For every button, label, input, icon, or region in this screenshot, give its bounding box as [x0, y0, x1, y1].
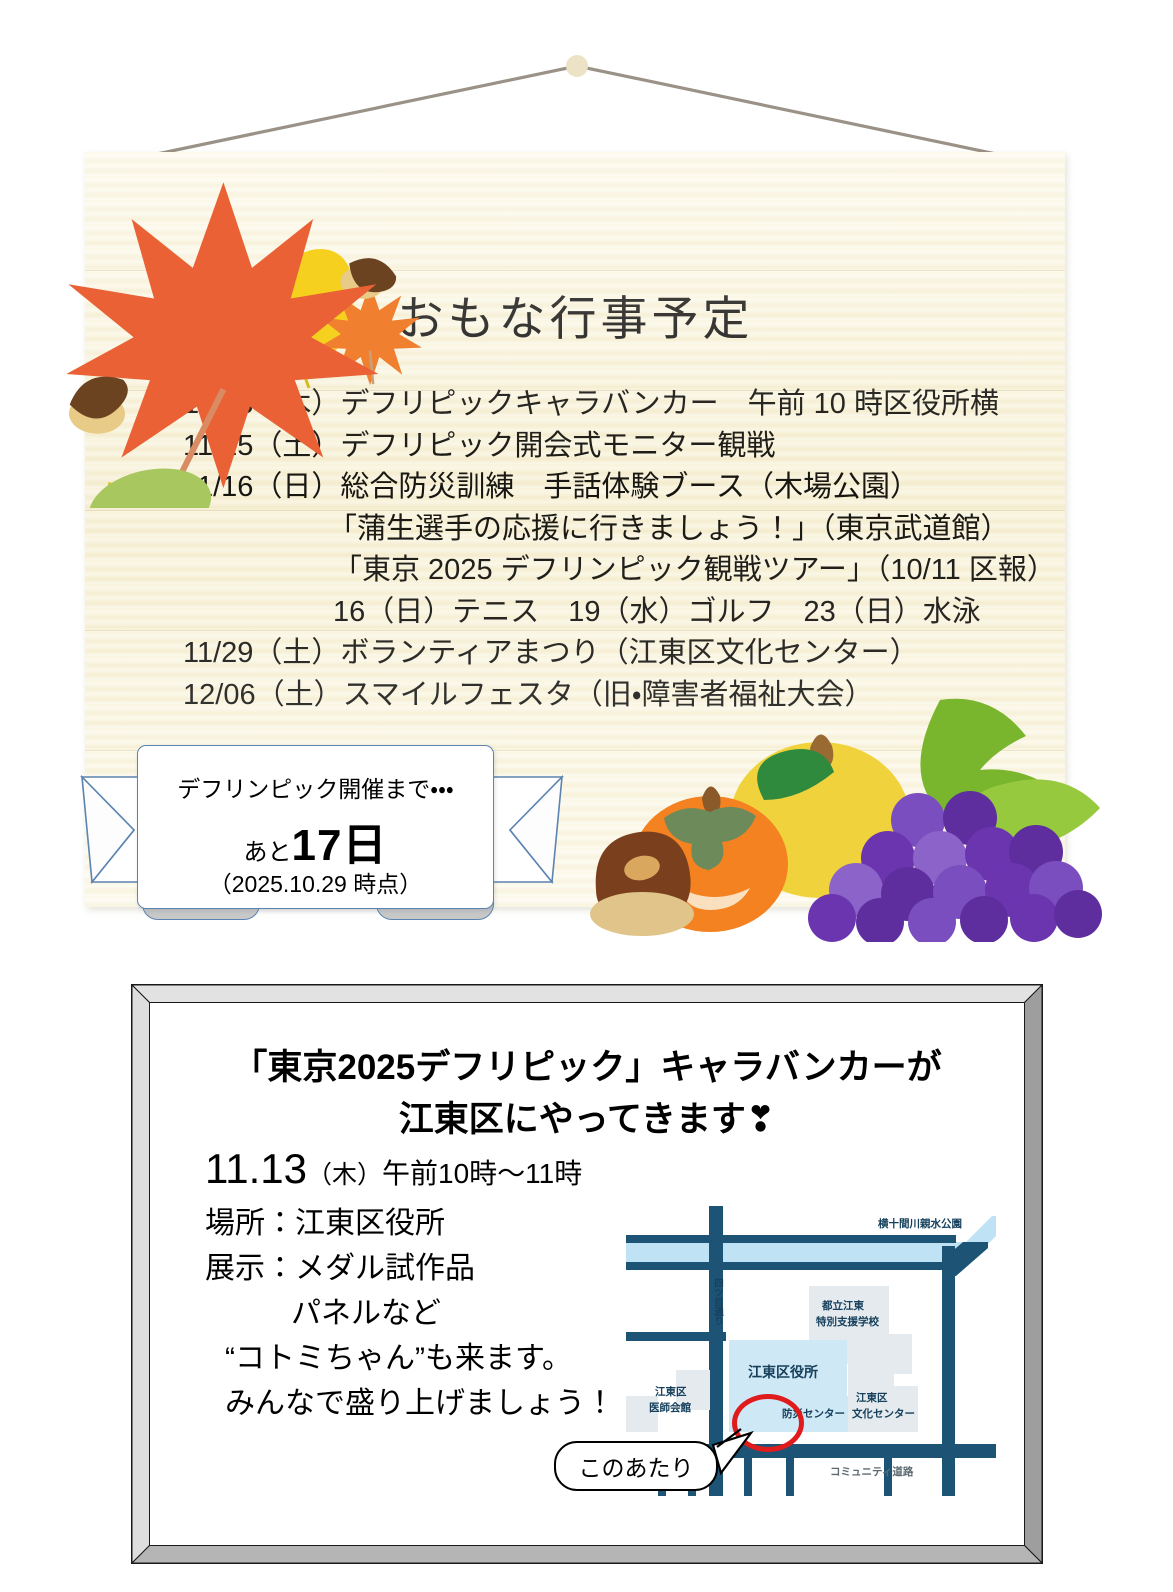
hanging-string: [0, 0, 1173, 180]
map-label-community-road: コミュニティ道路: [830, 1466, 914, 1478]
countdown-ribbon: デフリンピック開催まで・・・ あと17日 （2025.10.29 時点）: [72, 722, 572, 957]
event-item: 「蒲生選手の応援に行きましょう！」（東京武道館）: [328, 512, 1010, 545]
map-location-highlight-circle: [732, 1394, 804, 1452]
map-block-school2: [848, 1334, 894, 1386]
map-block-sw: [626, 1396, 658, 1432]
event-item: 「東京 2025 デフリンピック観戦ツアー」（10/11 区報）: [333, 554, 1056, 586]
countdown-caption: デフリンピック開催まで・・・: [177, 776, 454, 802]
countdown-prefix: あと: [243, 839, 292, 866]
map-callout-text: このあたり: [578, 1455, 694, 1481]
panel-detail-item: “コトミちゃん”も来ます。: [225, 1342, 572, 1375]
event-list: 11/13（木）デフリピックキャラバンカー 午前 10 時区役所横 11/15（…: [85, 384, 1065, 716]
map-label-school-line2: 特別支援学校: [816, 1316, 879, 1328]
countdown-days: 17: [291, 821, 343, 870]
panel-date-row: 11.13（木）午前10時～11時: [205, 1145, 582, 1193]
map-callout-bubble: このあたり: [554, 1441, 718, 1491]
countdown-value-row: あと17日: [138, 809, 493, 873]
event-item: 11/16（日）総合防災訓練 手話体験ブース（木場公園）: [183, 471, 919, 503]
map-label-medical-line1: 江東区: [655, 1386, 687, 1398]
map-road-bend-right: [942, 1242, 988, 1276]
map-label-culture-line2: 文化センター: [852, 1408, 915, 1420]
map-label-culture-line1: 江東区: [856, 1392, 888, 1404]
event-item: 11/29（土）ボランティアまつり（江東区文化センター）: [183, 637, 919, 669]
panel-detail-item: 場所：江東区役所: [205, 1207, 445, 1240]
map-road-vertical-yotsume: [709, 1206, 723, 1496]
countdown-box: デフリンピック開催まで・・・ あと17日 （2025.10.29 時点）: [137, 745, 494, 909]
event-item: 11/13（木）デフリピックキャラバンカー 午前 10 時区役所横: [183, 388, 999, 420]
map-label-avenue: 四ツ目通り: [712, 1278, 723, 1326]
map-road-thin-3: [744, 1458, 752, 1496]
map-road-horizontal-mid: [626, 1332, 726, 1341]
panel-detail-item: パネルなど: [291, 1297, 441, 1330]
hanging-knob-icon: [566, 55, 588, 77]
panel-detail-item: みんなで盛り上げましょう！: [225, 1387, 615, 1420]
caravan-announcement-panel: 「東京2025デフリピック」キャラバンカーが 江東区にやってきます❣ 11.13…: [131, 984, 1043, 1564]
panel-title-line2: 江東区にやってきます❣: [398, 1100, 776, 1139]
board-title: おもな行事予定: [396, 292, 754, 345]
map-label-school-line1: 都立江東: [822, 1300, 864, 1312]
countdown-unit: 日: [342, 821, 388, 870]
map-block-medical-hall: [676, 1370, 710, 1410]
event-item: 11/15（土）デフリピック開会式モニター観戦: [183, 429, 776, 462]
panel-title-line1: 「東京2025デフリピック」キャラバンカーが: [232, 1048, 942, 1087]
event-item: 16（日）テニス 19（水）ゴルフ 23（日）水泳: [333, 595, 981, 628]
panel-detail-item: 展示：メダル試作品: [205, 1252, 475, 1285]
map-label-ward-office: 江東区役所: [748, 1364, 818, 1380]
panel-date-day: （木）: [307, 1161, 383, 1189]
map-label-park: 横十間川親水公園: [878, 1218, 962, 1230]
map-road-thin-4: [786, 1458, 794, 1496]
panel-date-number: 11.13: [205, 1145, 307, 1192]
map-road-vertical-right: [942, 1246, 955, 1496]
panel-detail-list: 場所：江東区役所 展示：メダル試作品 パネルなど “コトミちゃん”も来ます。 み…: [205, 1201, 615, 1426]
event-item: 12/06（土）スマイルフェスタ（旧・障害者福祉大会）: [183, 678, 874, 711]
map-block-culture-center: [848, 1386, 918, 1432]
map-road-thin-5: [884, 1458, 892, 1496]
map-block-east: [888, 1334, 912, 1374]
map-waterway: [626, 1242, 956, 1264]
panel-frame-bevel: [131, 984, 1043, 1564]
panel-inner: 「東京2025デフリピック」キャラバンカーが 江東区にやってきます❣ 11.13…: [149, 1002, 1025, 1546]
panel-date-time: 午前10時～11時: [382, 1158, 583, 1189]
countdown-asof: （2025.10.29 時点）: [208, 871, 423, 897]
map-road-horizontal-top2: [626, 1262, 956, 1270]
map-label-medical-line2: 医師会館: [649, 1402, 691, 1414]
map-road-horizontal-top: [626, 1235, 956, 1243]
